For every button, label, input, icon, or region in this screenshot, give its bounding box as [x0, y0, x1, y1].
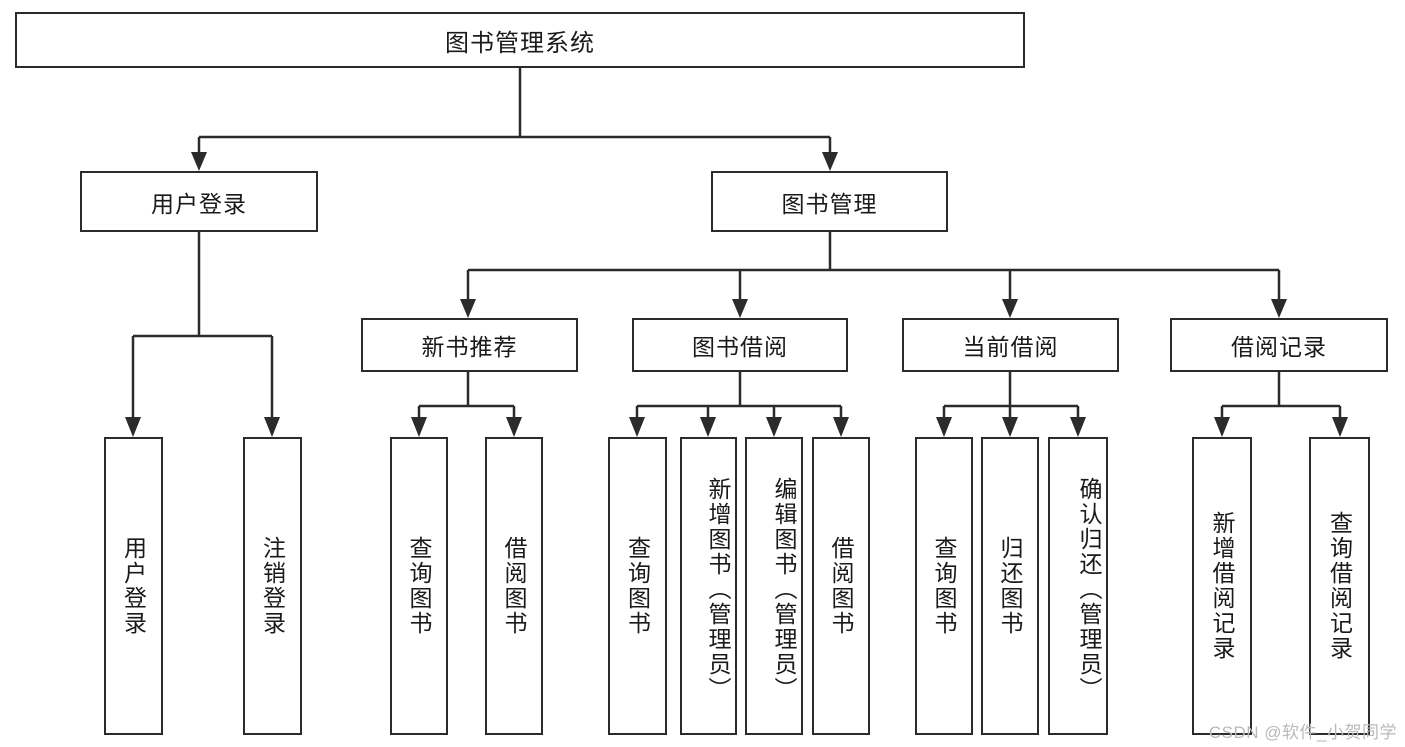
- arrow-to-book-manage: [822, 152, 838, 171]
- leaf-record-query-borrow-record[interactable]: 查询借阅记录: [1309, 437, 1370, 735]
- leaf-user-login[interactable]: 用户登录: [104, 437, 163, 735]
- arrow-current-query-book: [936, 417, 952, 437]
- leaf-new-query-book[interactable]: 查询图书: [390, 437, 448, 735]
- leaf-current-confirm-return-admin[interactable]: 确认归还（管理员）: [1048, 437, 1108, 735]
- leaf-borrow-edit-book-admin[interactable]: 编辑图书（管理员）: [745, 437, 803, 735]
- node-root-system[interactable]: 图书管理系统: [15, 12, 1025, 68]
- arrow-to-borrow-record: [1271, 299, 1287, 318]
- node-new-book-recommend[interactable]: 新书推荐: [361, 318, 578, 372]
- arrow-borrow-query-book: [629, 417, 645, 437]
- arrow-borrow-add-book: [700, 417, 716, 437]
- node-borrow-record[interactable]: 借阅记录: [1170, 318, 1388, 372]
- arrow-to-book-borrow: [732, 299, 748, 318]
- arrow-to-current-borrow: [1002, 299, 1018, 318]
- node-user-login[interactable]: 用户登录: [80, 171, 318, 232]
- arrow-borrow-edit-book: [766, 417, 782, 437]
- arrow-record-query: [1332, 417, 1348, 437]
- leaf-borrow-query-book[interactable]: 查询图书: [608, 437, 667, 735]
- node-book-management[interactable]: 图书管理: [711, 171, 948, 232]
- arrow-new-query-book: [411, 417, 427, 437]
- leaf-borrow-add-book-admin[interactable]: 新增图书（管理员）: [680, 437, 737, 735]
- arrow-to-new-book: [460, 299, 476, 318]
- arrow-record-add: [1214, 417, 1230, 437]
- leaf-current-query-book[interactable]: 查询图书: [915, 437, 973, 735]
- node-book-borrow[interactable]: 图书借阅: [632, 318, 848, 372]
- leaf-borrow-borrow-book[interactable]: 借阅图书: [812, 437, 870, 735]
- leaf-current-return-book[interactable]: 归还图书: [981, 437, 1039, 735]
- arrow-current-confirm-return: [1070, 417, 1086, 437]
- arrow-borrow-borrow-book: [833, 417, 849, 437]
- leaf-logout[interactable]: 注销登录: [243, 437, 302, 735]
- leaf-new-borrow-book[interactable]: 借阅图书: [485, 437, 543, 735]
- arrow-new-borrow-book: [506, 417, 522, 437]
- leaf-record-add-borrow-record[interactable]: 新增借阅记录: [1192, 437, 1252, 735]
- arrow-to-user-login: [191, 152, 207, 171]
- arrow-to-user-login-leaf: [125, 417, 141, 437]
- csdn-watermark: CSDN @软件_小贺同学: [1208, 723, 1397, 742]
- arrow-current-return-book: [1002, 417, 1018, 437]
- node-current-borrow[interactable]: 当前借阅: [902, 318, 1119, 372]
- arrow-to-logout-leaf: [264, 417, 280, 437]
